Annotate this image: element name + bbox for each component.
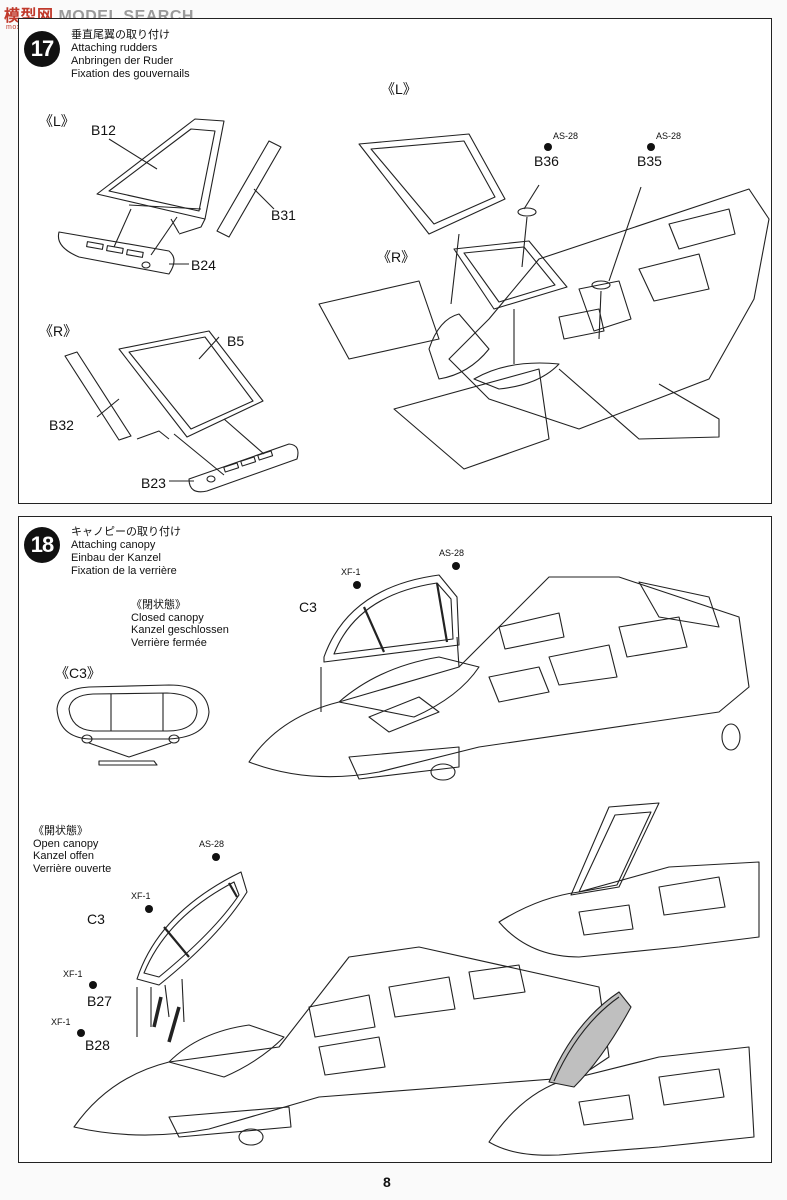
label-b32: B32 bbox=[49, 417, 74, 433]
step-18-title-de: Einbau der Kanzel bbox=[71, 552, 161, 564]
paint-drop-icon-xf1-b28 bbox=[77, 1029, 85, 1037]
step-18-titles: キャノピーの取り付け Attaching canopy Einbau der K… bbox=[71, 526, 181, 578]
open-canopy-en: Open canopy bbox=[33, 837, 99, 850]
step-17-illustration bbox=[57, 118, 770, 493]
rudder-b32-drawing bbox=[64, 351, 132, 441]
paint-drop-icon-b36 bbox=[544, 143, 552, 151]
base-b24-drawing bbox=[57, 218, 206, 275]
label-b28: B28 bbox=[85, 1037, 110, 1053]
label-b35: B35 bbox=[637, 153, 662, 169]
label-b5: B5 bbox=[227, 333, 245, 349]
paint-xf1-closed: XF-1 bbox=[341, 567, 361, 577]
step-18-panel: 18 キャノピーの取り付け Attaching canopy Einbau de… bbox=[18, 516, 772, 1163]
paint-xf1-b27: XF-1 bbox=[63, 969, 83, 979]
page-number: 8 bbox=[383, 1174, 391, 1190]
canopy-c3-closed-drawing bbox=[323, 574, 460, 663]
aircraft-front-closed-drawing bbox=[248, 576, 750, 781]
label-b36: B36 bbox=[534, 153, 559, 169]
step-18-title-fr: Fixation de la verrière bbox=[71, 565, 177, 577]
rudder-b31-drawing bbox=[216, 140, 282, 238]
tag-assembled-right: 《R》 bbox=[377, 249, 416, 265]
canopy-c3-open-drawing bbox=[136, 871, 248, 986]
step-17-badge: 17 bbox=[24, 31, 60, 67]
aircraft-open-view-top-drawing bbox=[498, 802, 760, 958]
paint-drop-icon-xf1-open bbox=[145, 905, 153, 913]
step-18-title-jp: キャノピーの取り付け bbox=[71, 526, 181, 538]
paint-drop-icon-as28-closed bbox=[452, 562, 460, 570]
tag-right-rudder: 《R》 bbox=[39, 323, 78, 339]
part-b35-drawing bbox=[591, 280, 611, 290]
aircraft-rear-drawing bbox=[318, 133, 770, 470]
open-canopy-tag: 《開状態》 bbox=[33, 825, 88, 837]
paint-drop-icon-xf1-closed bbox=[353, 581, 361, 589]
step-18-badge: 18 bbox=[24, 527, 60, 563]
paint-as28-open: AS-28 bbox=[199, 839, 225, 849]
paint-drop-icon-b35 bbox=[647, 143, 655, 151]
step-18-illustration bbox=[56, 574, 760, 1156]
step-18-title-en: Attaching canopy bbox=[71, 539, 156, 551]
label-c3-open: C3 bbox=[87, 911, 105, 927]
step-17-panel: 17 垂直尾翼の取り付け Attaching rudders Anbringen… bbox=[18, 18, 772, 504]
paint-drop-icon-xf1-b27 bbox=[89, 981, 97, 989]
label-b12: B12 bbox=[91, 122, 116, 138]
closed-canopy-note: 《閉状態》 Closed canopy Kanzel geschlossen V… bbox=[131, 599, 229, 649]
paint-as28-b36: AS-28 bbox=[553, 131, 579, 141]
label-b23: B23 bbox=[141, 475, 166, 491]
closed-canopy-tag: 《閉状態》 bbox=[131, 599, 186, 611]
label-b31: B31 bbox=[271, 207, 296, 223]
label-c3-closed: C3 bbox=[299, 599, 317, 615]
step-17-title-jp: 垂直尾翼の取り付け bbox=[71, 29, 170, 41]
base-b23-drawing bbox=[136, 430, 299, 493]
paint-as28-closed: AS-28 bbox=[439, 548, 465, 558]
step-17-title-en: Attaching rudders bbox=[71, 42, 158, 54]
closed-canopy-de: Kanzel geschlossen bbox=[131, 624, 229, 636]
closed-canopy-fr: Verrière fermée bbox=[131, 636, 207, 649]
open-canopy-fr: Verrière ouverte bbox=[33, 862, 112, 875]
aircraft-front-open-drawing bbox=[73, 946, 610, 1146]
label-b27: B27 bbox=[87, 993, 112, 1009]
leader-b36 bbox=[523, 184, 540, 210]
open-canopy-de: Kanzel offen bbox=[33, 850, 94, 862]
arrow-b23-left bbox=[173, 433, 225, 476]
open-canopy-note: 《開状態》 Open canopy Kanzel offen Verrière … bbox=[33, 825, 111, 875]
arrow-b23-right bbox=[223, 418, 265, 455]
rudder-b12-drawing bbox=[96, 118, 225, 220]
rudder-b5-drawing bbox=[118, 330, 264, 438]
leader-b35 bbox=[608, 186, 642, 282]
tag-left-rudder: 《L》 bbox=[39, 113, 75, 129]
paint-drop-icon-as28-open bbox=[212, 853, 220, 861]
step-17-title-de: Anbringen der Ruder bbox=[71, 55, 174, 67]
arrow-b24-right bbox=[150, 216, 178, 256]
paint-as28-b35: AS-28 bbox=[656, 131, 682, 141]
step-17-titles: 垂直尾翼の取り付け Attaching rudders Anbringen de… bbox=[71, 29, 190, 81]
paint-xf1-open: XF-1 bbox=[131, 891, 151, 901]
part-b36-drawing bbox=[517, 207, 537, 217]
arrow-b24-left bbox=[113, 208, 132, 248]
closed-canopy-en: Closed canopy bbox=[131, 611, 204, 624]
step-17-title-fr: Fixation des gouvernails bbox=[71, 68, 190, 80]
paint-xf1-b28: XF-1 bbox=[51, 1017, 71, 1027]
aircraft-open-view-bottom-drawing bbox=[488, 991, 755, 1156]
part-b27-drawing bbox=[152, 996, 163, 1028]
tag-assembled-left: 《L》 bbox=[381, 81, 417, 97]
tag-c3-detail: 《C3》 bbox=[55, 665, 101, 681]
canopy-c3-detail-drawing bbox=[56, 684, 210, 766]
label-b24: B24 bbox=[191, 257, 216, 273]
